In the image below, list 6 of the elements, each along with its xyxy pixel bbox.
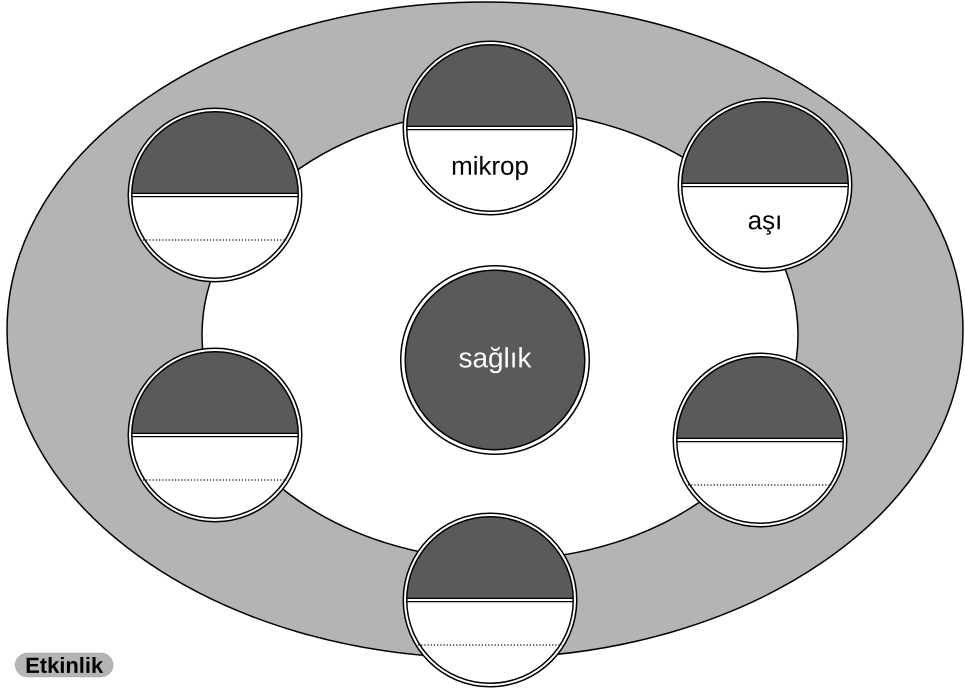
blank-circle — [128, 108, 302, 282]
blank-circle — [672, 352, 848, 528]
activity-tag: Etkinlik — [15, 652, 114, 678]
node-label: aşı — [748, 215, 780, 235]
blank-circle — [128, 348, 302, 522]
blank-circle — [402, 512, 578, 688]
